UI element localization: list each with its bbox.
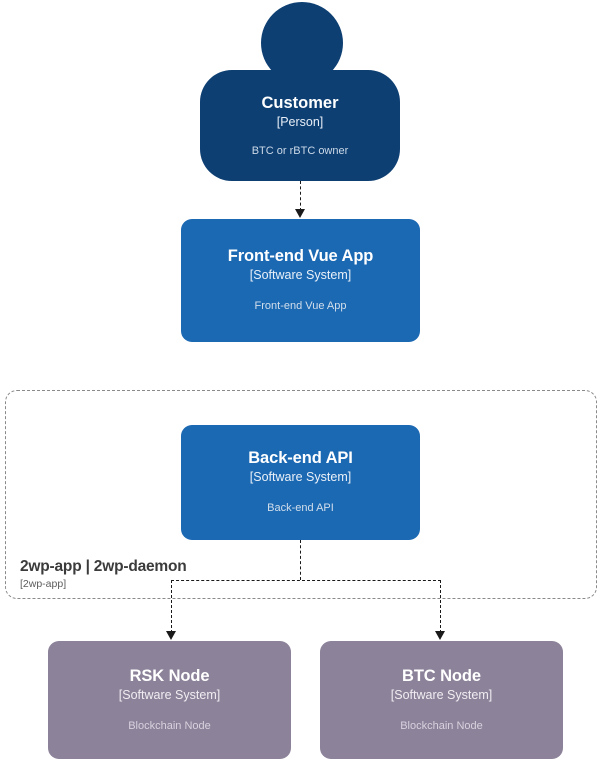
system-frontend-vue-app[interactable]: Front-end Vue App [Software System] Fron…	[181, 219, 420, 342]
arrowhead-frontend	[295, 209, 305, 218]
connector-customer-to-frontend	[300, 181, 301, 211]
node-name: BTC Node	[402, 666, 481, 685]
connector-backend-to-btc	[440, 580, 441, 633]
system-type: [Software System]	[249, 268, 352, 283]
system-description: Front-end Vue App	[254, 300, 347, 313]
person-description: BTC or rBTC owner	[251, 144, 349, 157]
arrowhead-rsk-node	[166, 631, 176, 640]
boundary-title: 2wp-app | 2wp-daemon	[20, 558, 187, 576]
system-btc-node[interactable]: BTC Node [Software System] Blockchain No…	[320, 641, 563, 759]
system-name: Back-end API	[248, 449, 353, 468]
connector-backend-branch	[171, 580, 441, 581]
system-boundary-2wp-app: 2wp-app | 2wp-daemon [2wp-app]	[5, 390, 597, 599]
system-name: Front-end Vue App	[227, 247, 374, 266]
connector-backend-to-rsk	[171, 580, 172, 633]
node-description: Blockchain Node	[400, 719, 483, 732]
system-description: Back-end API	[267, 502, 334, 515]
person-customer[interactable]: Customer [Person] BTC or rBTC owner	[200, 70, 400, 181]
system-type: [Software System]	[249, 470, 352, 485]
person-name: Customer	[261, 94, 339, 113]
connector-backend-stem	[300, 540, 301, 580]
node-description: Blockchain Node	[128, 719, 211, 732]
boundary-type: [2wp-app]	[20, 577, 67, 590]
person-type: [Person]	[276, 114, 324, 129]
node-type: [Software System]	[118, 687, 221, 702]
arrowhead-btc-node	[435, 631, 445, 640]
system-backend-api[interactable]: Back-end API [Software System] Back-end …	[181, 425, 420, 540]
node-type: [Software System]	[390, 687, 493, 702]
boundary-label-group: 2wp-app | 2wp-daemon [2wp-app]	[20, 558, 187, 590]
node-name: RSK Node	[129, 666, 210, 685]
system-rsk-node[interactable]: RSK Node [Software System] Blockchain No…	[48, 641, 291, 759]
